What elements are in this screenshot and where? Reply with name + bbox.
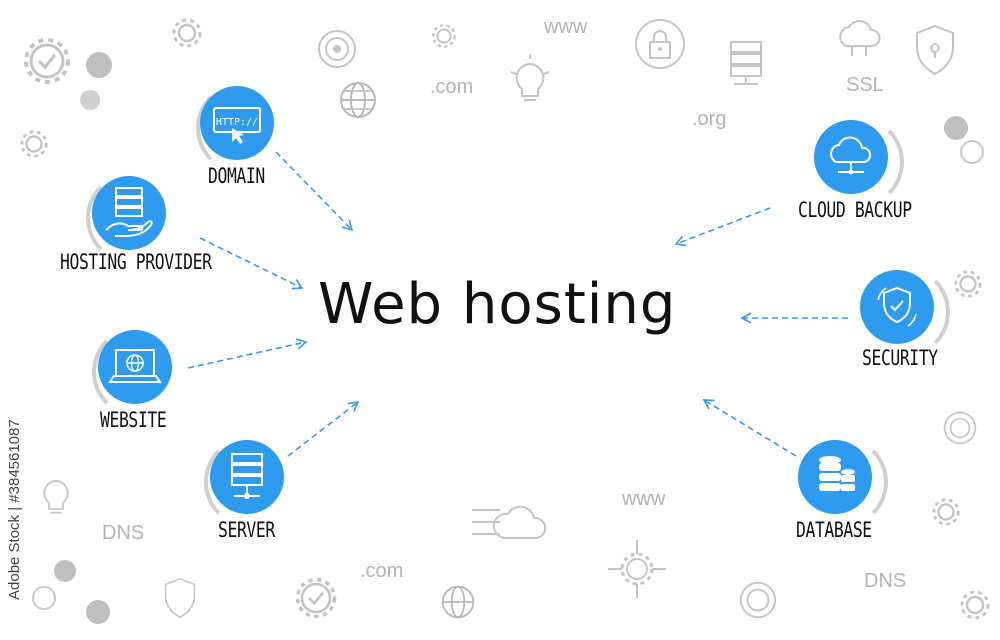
node-database	[798, 440, 872, 514]
laptop-globe-icon	[108, 349, 162, 383]
decor-dot	[86, 600, 110, 624]
shield-icon	[916, 24, 954, 76]
bg-text-org: .org	[692, 108, 727, 130]
label-cloud-backup: CLOUD BACKUP	[798, 198, 912, 222]
gear-check-icon	[24, 38, 70, 84]
globe-icon	[340, 82, 376, 118]
arrow-database	[702, 399, 797, 457]
cloud-circuit-icon	[472, 505, 546, 539]
gear-icon	[172, 18, 202, 48]
target-icon	[943, 411, 977, 445]
arrow-cloud-backup	[674, 207, 771, 247]
node-arc	[796, 436, 888, 528]
label-server: SERVER	[218, 518, 275, 542]
node-server	[210, 440, 284, 514]
lock-icon	[635, 19, 685, 69]
node-domain: HTTP://	[200, 86, 274, 160]
node-arc	[858, 266, 950, 358]
label-database: DATABASE	[796, 518, 872, 542]
target-icon	[739, 581, 777, 619]
gear-check-icon	[295, 577, 337, 619]
decor-ring	[32, 586, 56, 610]
node-hosting-provider	[92, 176, 166, 250]
database-icon	[819, 456, 855, 491]
svg-text:HTTP://: HTTP://	[216, 117, 258, 128]
diagram-title: Web hosting	[318, 272, 677, 337]
bg-text-dns: DNS	[864, 570, 907, 592]
node-arc	[196, 82, 288, 174]
decor-ring	[960, 140, 984, 164]
node-arc	[812, 116, 904, 208]
bg-text-www: www	[622, 488, 666, 510]
node-arc	[86, 172, 178, 264]
gear-icon	[432, 24, 456, 48]
shield-icon	[877, 286, 917, 327]
decor-dot	[86, 52, 112, 78]
decor-dot	[80, 90, 100, 110]
gear-icon	[960, 590, 990, 620]
label-website: WEBSITE	[100, 408, 167, 432]
arrow-website	[187, 338, 308, 369]
lightbulb-icon	[43, 480, 69, 514]
bg-text-dns: DNS	[102, 522, 145, 544]
node-security	[860, 270, 934, 344]
node-arc	[92, 326, 184, 418]
decor-dot	[944, 116, 968, 140]
label-security: SECURITY	[862, 346, 938, 370]
http-icon: HTTP://	[213, 107, 261, 144]
bg-text-com: .com	[430, 76, 474, 98]
label-hosting-provider: HOSTING PROVIDER	[60, 250, 212, 274]
node-cloud-backup	[814, 120, 888, 194]
decor-dot	[54, 560, 76, 582]
bg-text-www: www	[544, 16, 588, 38]
node-website	[98, 330, 172, 404]
globe-icon	[441, 585, 475, 619]
server-rack-icon	[730, 41, 762, 85]
bg-text-ssl: SSL	[846, 74, 884, 96]
server-rack-icon	[231, 453, 263, 499]
cloud-icon	[830, 136, 872, 175]
shield-icon	[164, 577, 196, 619]
lightbulb-icon	[510, 54, 550, 101]
arrow-server	[287, 400, 360, 457]
arrow-domain	[275, 151, 354, 232]
cloud-network-icon	[839, 20, 881, 56]
gear-icon	[20, 130, 48, 158]
label-domain: DOMAIN	[208, 164, 265, 188]
network-gear-icon	[608, 540, 666, 598]
target-icon	[318, 30, 356, 68]
arrow-hosting-provider	[199, 237, 304, 290]
gear-icon	[932, 498, 960, 526]
server-hand-icon	[105, 187, 153, 237]
gear-icon	[954, 270, 982, 298]
node-arc	[204, 436, 296, 528]
bg-text-com: .com	[360, 560, 404, 582]
